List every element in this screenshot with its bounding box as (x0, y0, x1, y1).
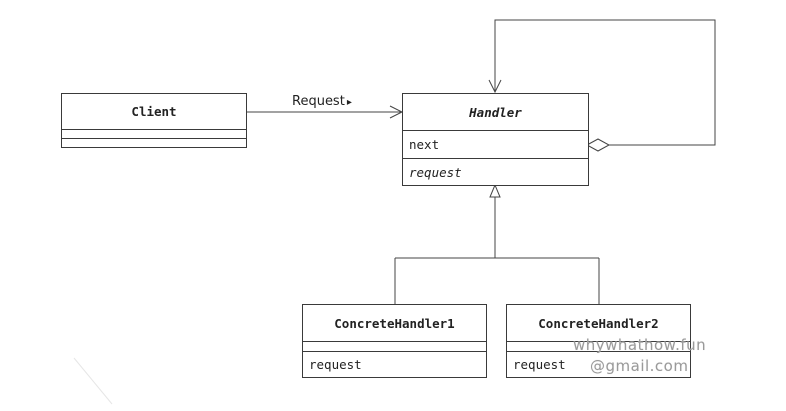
concrete-handler1-operation-request: request (309, 357, 362, 372)
concrete-handler2-name: ConcreteHandler2 (507, 305, 690, 342)
next-loop-arrowhead (488, 79, 502, 94)
client-class-name: Client (62, 94, 246, 130)
handler-attribute-next: next (403, 131, 588, 159)
client-class: Client (61, 93, 247, 148)
concrete-handler1-class: ConcreteHandler1 request (302, 304, 487, 378)
request-label-text: Request (292, 94, 345, 109)
concrete-handler2-class: ConcreteHandler2 request (506, 304, 691, 378)
aggregation-diamond (585, 138, 611, 152)
client-operations (62, 139, 246, 147)
handler-operation-request: request (409, 164, 462, 180)
concrete-handler1-attributes (303, 342, 486, 352)
request-message-label: Request▸ (292, 94, 352, 109)
concrete-handler2-attributes (507, 342, 690, 352)
inheritance-triangle (489, 183, 501, 198)
handler-class: Handler next request (402, 93, 589, 186)
concrete-handler1-name: ConcreteHandler1 (303, 305, 486, 342)
watermark-line1: whywhathow.fun (573, 336, 707, 354)
message-direction-icon: ▸ (346, 97, 352, 108)
handler-class-name: Handler (403, 94, 588, 131)
watermark-line2: @gmail.com (590, 357, 689, 375)
client-attributes (62, 130, 246, 139)
concrete-handler2-operation-request: request (513, 357, 566, 372)
next-aggregation-loop (494, 19, 716, 146)
scan-mark (73, 357, 113, 405)
